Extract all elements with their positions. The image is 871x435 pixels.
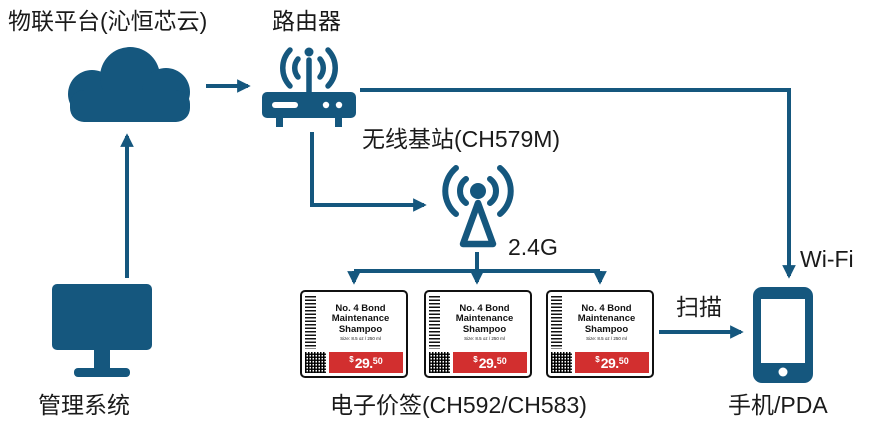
- tag-body: No. 4 Bond Maintenance Shampoo Size: 8.5…: [429, 295, 527, 350]
- base-station-label: 无线基站(CH579M): [362, 126, 561, 152]
- qr-code-icon: [429, 352, 450, 373]
- management-system-label: 管理系统: [38, 392, 130, 418]
- monitor-icon: [52, 284, 152, 377]
- price-currency: $: [595, 355, 600, 364]
- iot-platform-label: 物联平台(沁恒芯云): [8, 8, 208, 34]
- barcode-icon: [429, 296, 440, 349]
- price-cents: 50: [618, 356, 629, 366]
- price-tag: No. 4 Bond Maintenance Shampoo Size: 8.5…: [300, 290, 408, 378]
- price-main: 29.: [478, 354, 497, 371]
- tag-price: $ 29. 50: [575, 352, 649, 373]
- frequency-label: 2.4G: [508, 234, 558, 260]
- price-tag: No. 4 Bond Maintenance Shampoo Size: 8.5…: [424, 290, 532, 378]
- phone-label: 手机/PDA: [728, 392, 828, 418]
- cloud-icon: [68, 47, 190, 122]
- esl-label: 电子价签(CH592/CH583): [330, 392, 587, 418]
- tag-bottom: $ 29. 50: [429, 352, 527, 373]
- barcode-icon: [551, 296, 562, 349]
- wifi-label: Wi-Fi: [800, 246, 854, 272]
- price-cents: 50: [496, 356, 507, 366]
- tag-body: No. 4 Bond Maintenance Shampoo Size: 8.5…: [551, 295, 649, 350]
- tag-product-title: No. 4 Bond Maintenance Shampoo: [577, 302, 636, 335]
- price-currency: $: [473, 355, 478, 364]
- price-main: 29.: [600, 354, 619, 371]
- phone-icon: [753, 287, 813, 383]
- price-tag: No. 4 Bond Maintenance Shampoo Size: 8.5…: [546, 290, 654, 378]
- tag-product-title: No. 4 Bond Maintenance Shampoo: [455, 302, 514, 335]
- barcode-icon: [305, 296, 316, 349]
- tag-product-subtitle: Size: 8.5 oz / 250 ml: [464, 336, 505, 342]
- tag-price: $ 29. 50: [329, 352, 403, 373]
- tag-product-title: No. 4 Bond Maintenance Shampoo: [331, 302, 390, 335]
- tag-bottom: $ 29. 50: [551, 352, 649, 373]
- tag-info: No. 4 Bond Maintenance Shampoo Size: 8.5…: [564, 295, 649, 350]
- tag-bottom: $ 29. 50: [305, 352, 403, 373]
- price-currency: $: [349, 355, 354, 364]
- qr-code-icon: [551, 352, 572, 373]
- router-label: 路由器: [272, 8, 341, 34]
- tag-body: No. 4 Bond Maintenance Shampoo Size: 8.5…: [305, 295, 403, 350]
- scan-label: 扫描: [676, 294, 722, 320]
- tag-info: No. 4 Bond Maintenance Shampoo Size: 8.5…: [442, 295, 527, 350]
- price-main: 29.: [354, 354, 373, 371]
- tag-price: $ 29. 50: [453, 352, 527, 373]
- tag-product-subtitle: Size: 8.5 oz / 250 ml: [586, 336, 627, 342]
- tag-product-subtitle: Size: 8.5 oz / 250 ml: [340, 336, 381, 342]
- qr-code-icon: [305, 352, 326, 373]
- price-cents: 50: [372, 356, 383, 366]
- tag-info: No. 4 Bond Maintenance Shampoo Size: 8.5…: [318, 295, 403, 350]
- base-station-antenna-icon: [442, 165, 514, 248]
- router-icon: [262, 47, 356, 127]
